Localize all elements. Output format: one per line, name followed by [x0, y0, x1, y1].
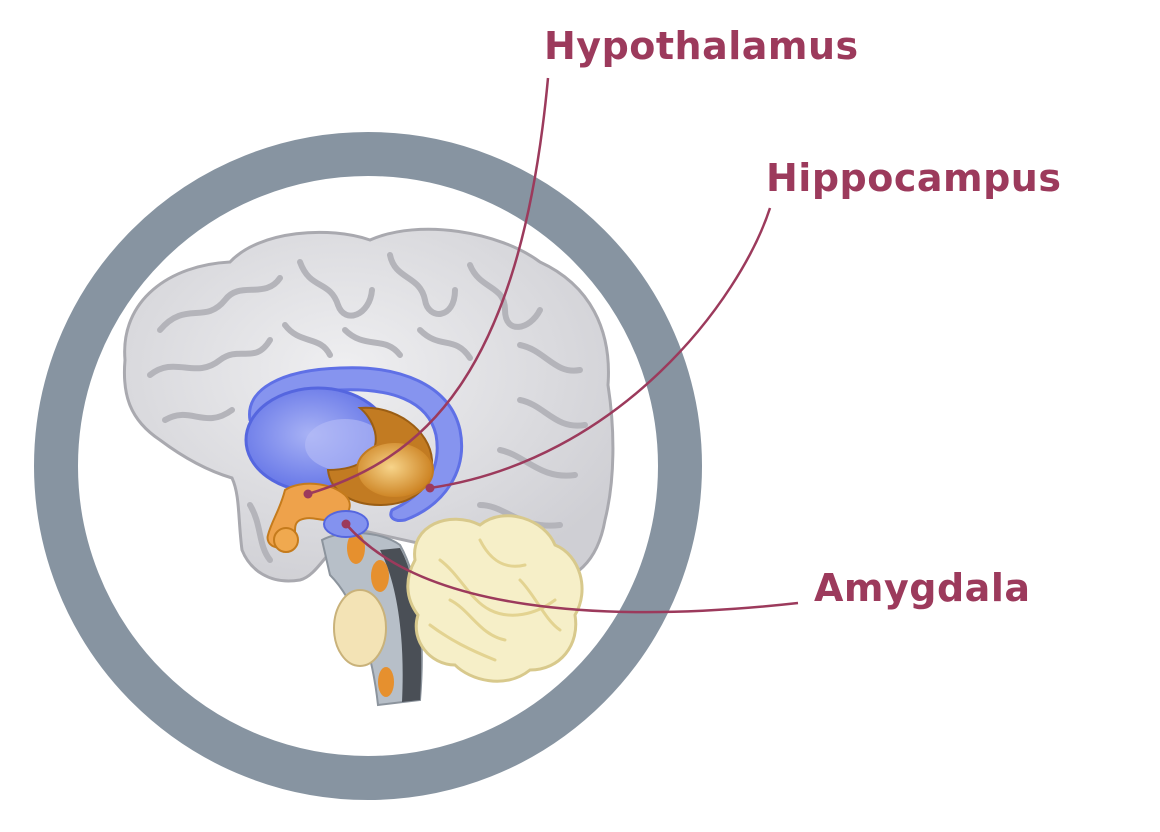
- leader-line-hippocampus: [429, 207, 772, 490]
- label-amygdala: Amygdala: [814, 566, 1031, 610]
- leader-line-amygdala: [345, 523, 799, 614]
- outer-ring: [34, 132, 702, 800]
- brainstem: [320, 532, 423, 707]
- dot-amygdala: [341, 519, 351, 529]
- dot-hypothalamus: [303, 489, 313, 499]
- hypothalamus-region: [266, 482, 351, 553]
- leader-lines: [307, 77, 799, 614]
- dot-hippocampus: [425, 483, 435, 493]
- leader-line-hypothalamus: [307, 77, 550, 496]
- pons: [333, 589, 387, 667]
- label-hippocampus: Hippocampus: [766, 156, 1062, 200]
- label-hypothalamus: Hypothalamus: [544, 24, 859, 68]
- leader-dots: [303, 483, 435, 529]
- pituitary: [273, 527, 299, 553]
- thalamus-region: [326, 406, 434, 507]
